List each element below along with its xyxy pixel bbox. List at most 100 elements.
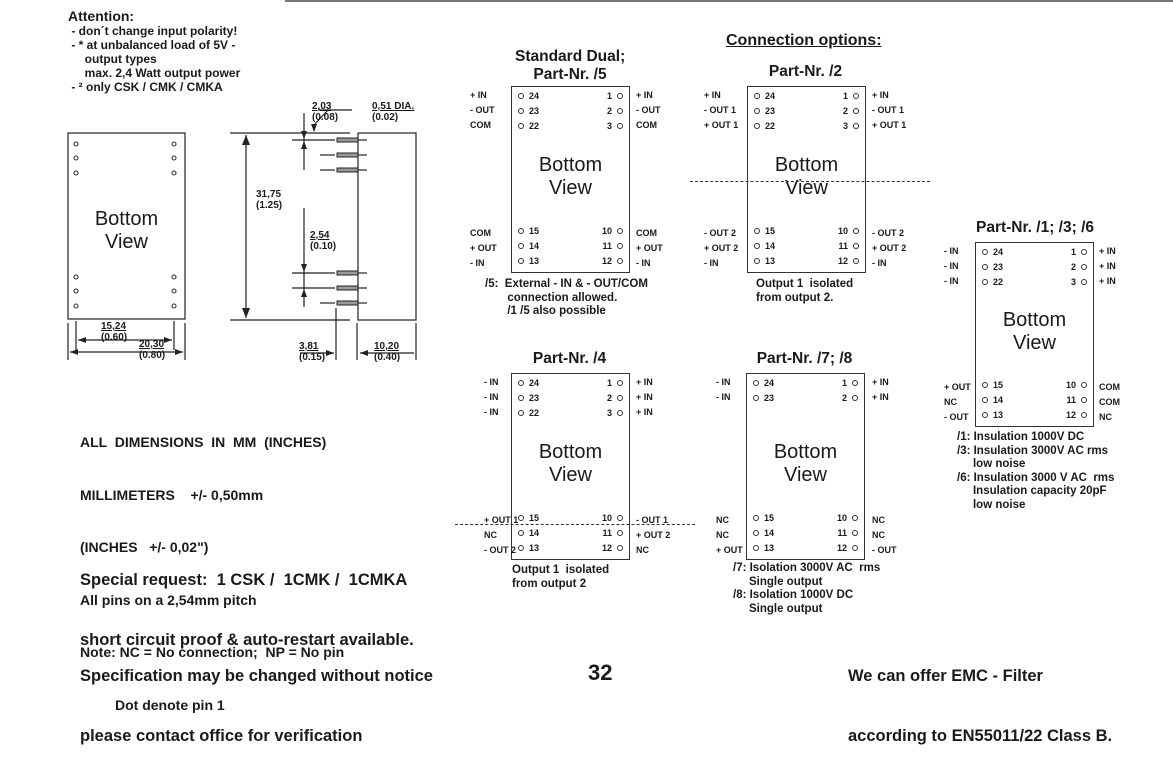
pin-dot-icon — [617, 258, 623, 265]
pin-dot-icon — [852, 395, 858, 402]
package-caption: Output 1 isolated from output 2. — [756, 278, 854, 304]
bottom-view-label: Bottom View — [68, 208, 185, 254]
pin-number-right: 12 — [1066, 409, 1087, 421]
pin-function-label: - OUT — [470, 105, 495, 115]
pin-number-left: 24 — [754, 90, 775, 102]
pin-number-left: 15 — [518, 225, 539, 237]
pin-dot-icon — [617, 545, 623, 552]
pin-dot-icon — [617, 243, 623, 250]
pin-dot-icon — [518, 123, 524, 130]
pin-function-label: + OUT — [470, 243, 497, 253]
pin-dot-icon — [1081, 249, 1087, 256]
pin-function-label: + IN — [470, 90, 487, 100]
pin-dot-icon — [518, 515, 524, 522]
pin-number-right: 11 — [602, 527, 623, 539]
special-request: Special request: 1 CSK / 1CMK / 1CMKA sh… — [80, 530, 414, 670]
dim-width: 20,30(0.80) — [139, 339, 166, 361]
pin-function-label: COM — [1099, 382, 1120, 392]
pin-dot-icon — [617, 123, 623, 130]
special-request-line: short circuit proof & auto-restart avail… — [80, 631, 414, 649]
pin-dot-icon — [853, 123, 859, 130]
pin-function-label: + OUT 2 — [704, 243, 739, 253]
pin-dot-icon — [853, 258, 859, 265]
module-outline-bottom — [67, 132, 186, 320]
pin-function-label: NC — [872, 530, 885, 540]
dim-row-spacing: 15,24(0.60) — [101, 321, 128, 343]
pin-function-label: COM — [1099, 397, 1120, 407]
pin-dot-icon — [754, 258, 760, 265]
pin-number-left: 24 — [518, 377, 539, 389]
package-title: Part-Nr. /4 — [532, 350, 607, 367]
pin-dot-icon — [982, 397, 988, 404]
pin-function-label: - IN — [484, 407, 499, 417]
pin-dot-icon — [518, 410, 524, 417]
note-line: ALL DIMENSIONS IN MM (INCHES) — [80, 434, 327, 450]
pin-dot-icon — [982, 382, 988, 389]
pin-dot-icon — [617, 228, 623, 235]
pin-number-right: 11 — [1066, 394, 1087, 406]
pin-number-right: 2 — [607, 105, 623, 117]
pin-dot-icon — [518, 93, 524, 100]
pin-number-left: 14 — [754, 240, 775, 252]
pin-function-label: + IN — [636, 392, 653, 402]
pin-number-left: 14 — [518, 527, 539, 539]
pin-dot-icon — [982, 249, 988, 256]
pin-number-left: 14 — [753, 527, 774, 539]
package-title: Part-Nr. /2 — [768, 63, 843, 80]
bottom-view-word: Bottom — [94, 208, 159, 230]
pin-dot-icon — [982, 264, 988, 271]
pin-dot-icon — [852, 515, 858, 522]
pin-dot-icon — [754, 243, 760, 250]
isolation-dashed-line — [690, 181, 930, 182]
pin-function-label: + IN — [704, 90, 721, 100]
pin-dot-icon — [754, 93, 760, 100]
pin-number-right: 11 — [838, 240, 859, 252]
pin-row: 14 11 — [748, 240, 865, 252]
pin-function-label: + IN — [1099, 261, 1116, 271]
pin-function-label: NC — [1099, 412, 1112, 422]
package-title: Part-Nr. /7; /8 — [756, 350, 853, 367]
pin-number-left: 23 — [754, 105, 775, 117]
pin-function-label: - IN — [944, 276, 959, 286]
pin-function-label: + OUT 1 — [484, 515, 519, 525]
pin-function-label: - OUT — [944, 412, 969, 422]
pin-number-left: 24 — [753, 377, 774, 389]
dim-pin-length: 3,81(0.15) — [299, 341, 326, 363]
spec-notice-line: please contact office for verification — [80, 727, 363, 745]
pin-dot-icon — [853, 243, 859, 250]
pin-number-left: 23 — [518, 105, 539, 117]
pin-number-left: 22 — [982, 276, 1003, 288]
pin-dot-icon — [518, 395, 524, 402]
pin-number-right: 12 — [602, 542, 623, 554]
attention-block: Attention: - don´t change input polarity… — [68, 9, 240, 95]
note-line: MILLIMETERS +/- 0,50mm — [80, 486, 264, 503]
pin-dot-icon — [852, 380, 858, 387]
pin-function-label: - IN — [944, 246, 959, 256]
dim-height: 31,75(1.25) — [256, 189, 283, 211]
attention-line: - don´t change input polarity! — [68, 24, 238, 38]
pin-number-right: 12 — [838, 255, 859, 267]
pin-dot-icon — [617, 93, 623, 100]
pin-dot-icon — [753, 395, 759, 402]
pin-function-label: + IN — [872, 377, 889, 387]
pin-number-right: 12 — [837, 542, 858, 554]
pin-function-label: + IN — [1099, 246, 1116, 256]
pin-dot-icon — [1081, 412, 1087, 419]
pin-function-label: + IN — [636, 377, 653, 387]
pin-function-label: NC — [636, 545, 649, 555]
pin-function-label: - IN — [484, 392, 499, 402]
pin-function-label: - OUT — [636, 105, 661, 115]
mechanical-drawing — [67, 109, 417, 360]
pin-number-left: 15 — [754, 225, 775, 237]
